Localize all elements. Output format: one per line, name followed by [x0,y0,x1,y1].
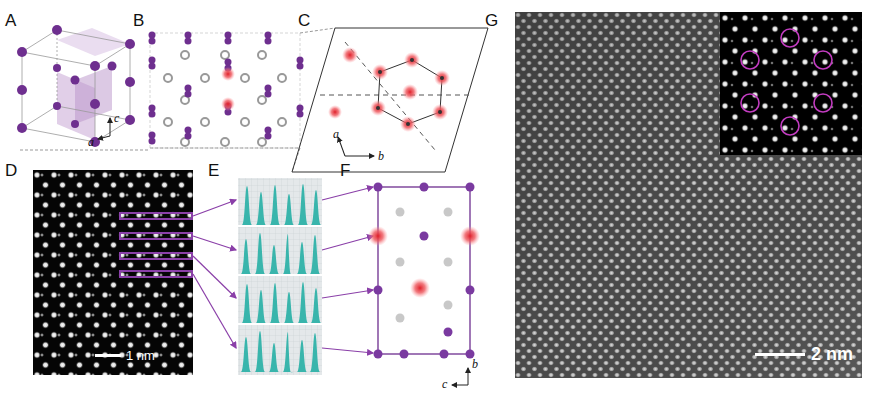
axis-label: a [333,128,339,140]
panel-letter: B [133,12,144,29]
intensity-profiles [238,178,322,375]
axis-label: c [114,112,119,124]
axis-label: b [472,358,478,370]
hexagon-projection [292,28,488,172]
projected-structure [20,28,335,172]
axis-label: a [88,136,94,148]
unit-cell [17,25,135,147]
panel-letter: A [5,12,16,29]
axis-label: c [442,378,447,390]
stem-image [33,170,193,375]
scale-bar-label: 1 nm [126,349,155,362]
panel-letter: C [298,12,310,29]
panel-letter: G [485,12,498,29]
panel-letter: F [340,162,350,179]
stem-image-large [515,12,862,378]
axis-label: b [378,150,384,162]
scale-bar-label: 2 nm [811,345,853,363]
panel-letter: D [5,162,17,179]
projected-cell [368,183,480,386]
panel-letter: E [208,162,219,179]
